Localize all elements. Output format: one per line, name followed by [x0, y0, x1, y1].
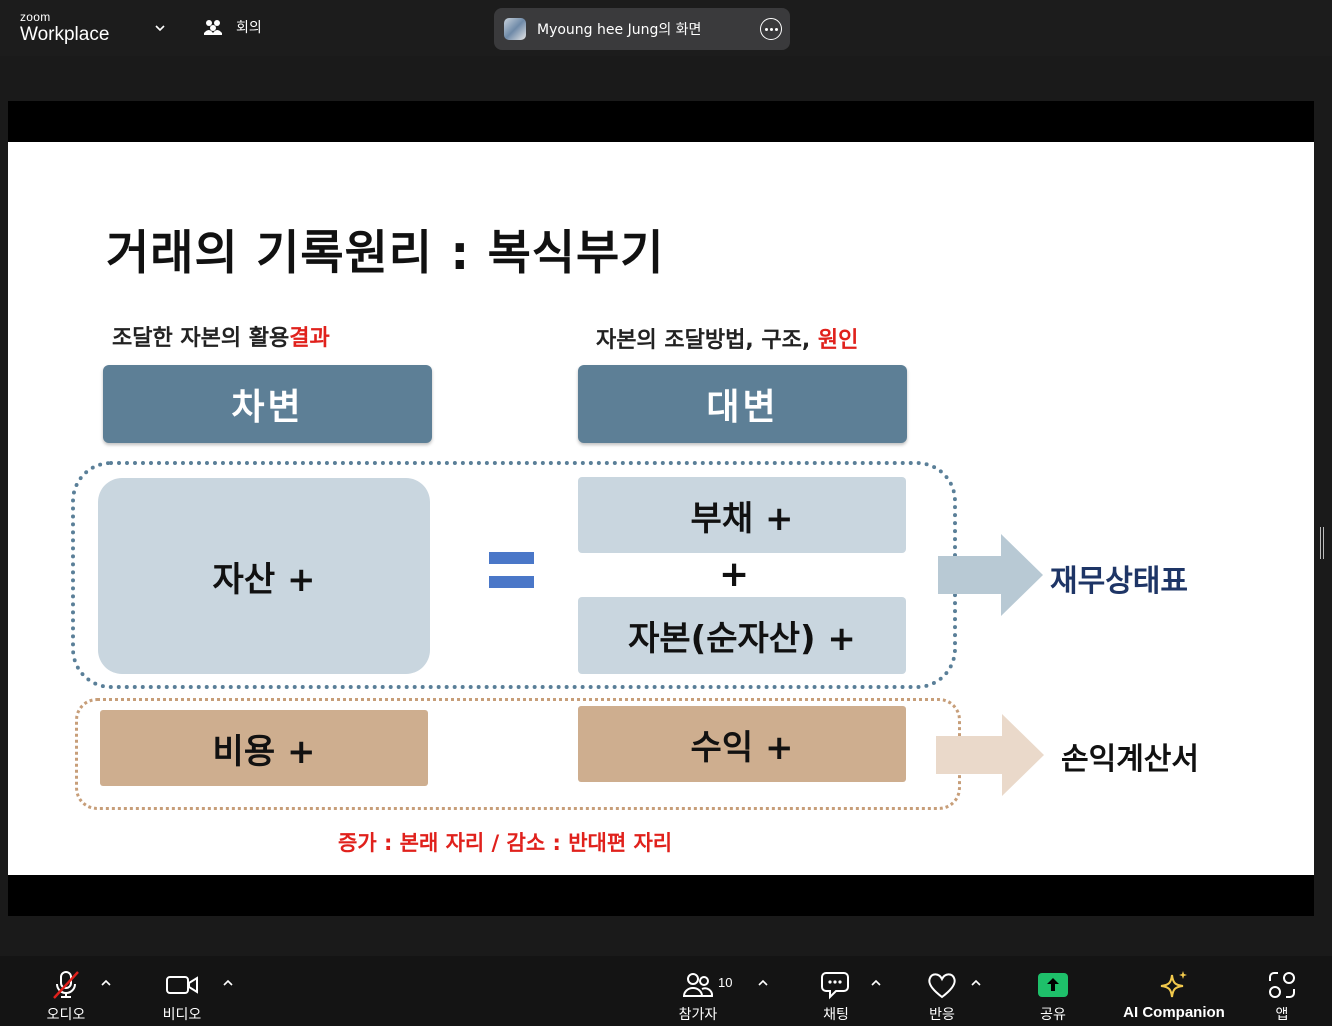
slide: 거래의 기록원리 : 복식부기 조달한 자본의 활용결과 자본의 조달방법, 구…: [8, 142, 1314, 875]
audio-button[interactable]: 오디오: [38, 956, 94, 1026]
slide-note: 증가 : 본래 자리 / 감소 : 반대편 자리: [338, 831, 673, 855]
reactions-label: 반응: [929, 1007, 955, 1023]
top-bar: zoom Workplace 회의 Myoung hee Jung의 화면: [0, 0, 1332, 56]
audio-label: 오디오: [46, 1007, 86, 1023]
video-icon: [166, 976, 198, 994]
presenter-avatar: [504, 18, 526, 40]
balance-sheet-label: 재무상태표: [1050, 564, 1188, 599]
apps-icon: [1269, 972, 1295, 998]
right-subtitle: 자본의 조달방법, 구조, 원인: [596, 328, 859, 353]
video-label: 비디오: [162, 1007, 202, 1023]
plus-sign: +: [719, 554, 750, 595]
apps-label: 앱: [1275, 1007, 1289, 1023]
mic-muted-icon: [53, 971, 79, 999]
expense-box: 비용 +: [100, 710, 428, 786]
income-arrow-icon: [936, 714, 1044, 796]
participants-label: 참가자: [678, 1007, 718, 1023]
ai-companion-label: AI Companion: [1123, 1004, 1225, 1021]
share-label: 공유: [1040, 1007, 1066, 1023]
participants-count: 10: [718, 975, 733, 990]
zoom-logo-workplace: Workplace: [20, 24, 110, 45]
equals-sign: [489, 552, 534, 588]
meeting-tab[interactable]: 회의: [202, 17, 262, 37]
meeting-people-icon: [204, 20, 222, 35]
chat-label: 채팅: [823, 1007, 849, 1023]
zoom-logo-small: zoom: [20, 10, 51, 24]
audio-caret-icon[interactable]: [100, 978, 112, 988]
screen-share-indicator[interactable]: Myoung hee Jung의 화면: [494, 8, 790, 50]
reactions-caret-icon[interactable]: [970, 978, 982, 988]
credit-header: 대변: [578, 365, 907, 443]
video-button[interactable]: 비디오: [154, 956, 210, 1026]
revenue-box: 수익 +: [578, 706, 906, 782]
equity-box: 자본(순자산) +: [578, 597, 906, 674]
more-icon[interactable]: [760, 18, 782, 40]
debit-header: 차변: [103, 365, 432, 443]
video-caret-icon[interactable]: [222, 978, 234, 988]
reactions-button[interactable]: 반응: [914, 956, 970, 1026]
participants-caret-icon[interactable]: [757, 978, 769, 988]
ai-companion-button[interactable]: AI Companion: [1118, 956, 1230, 1026]
participants-button[interactable]: 참가자: [670, 956, 726, 1026]
asset-box: 자산 +: [98, 478, 430, 674]
chat-caret-icon[interactable]: [870, 978, 882, 988]
heart-icon: [928, 973, 956, 999]
chevron-down-icon[interactable]: [152, 20, 168, 36]
slide-title: 거래의 기록원리 : 복식부기: [106, 226, 665, 281]
share-title: Myoung hee Jung의 화면: [537, 22, 702, 38]
income-statement-label: 손익계산서: [1061, 742, 1199, 777]
sparkle-icon: [1160, 971, 1187, 998]
meeting-label: 회의: [236, 20, 262, 36]
resize-handle[interactable]: [1320, 527, 1324, 559]
share-button[interactable]: 공유: [1025, 956, 1081, 1026]
balance-arrow-icon: [938, 534, 1043, 616]
participants-icon: [682, 973, 714, 997]
apps-button[interactable]: 앱: [1254, 956, 1310, 1026]
share-screen-icon: [1038, 973, 1068, 997]
left-subtitle: 조달한 자본의 활용결과: [112, 326, 330, 351]
chat-icon: [821, 972, 849, 1000]
liability-box: 부채 +: [578, 477, 906, 553]
chat-button[interactable]: 채팅: [808, 956, 864, 1026]
bottom-toolbar: 오디오 비디오 참가자: [0, 956, 1332, 1026]
